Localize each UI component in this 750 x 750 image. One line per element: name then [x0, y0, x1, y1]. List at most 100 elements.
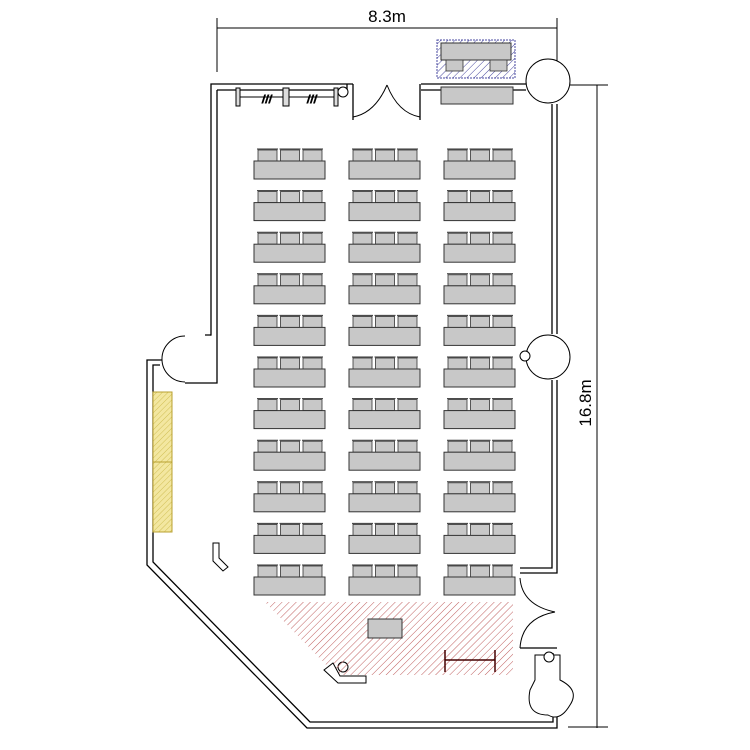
chair	[492, 232, 513, 245]
chair	[397, 149, 418, 162]
chair	[280, 191, 300, 204]
column	[528, 654, 574, 718]
chair	[470, 191, 490, 204]
chair	[257, 315, 278, 328]
chair	[470, 482, 490, 495]
table	[443, 451, 516, 471]
table	[348, 285, 421, 305]
chair	[397, 565, 418, 578]
table	[348, 326, 421, 346]
chair	[302, 565, 323, 578]
table	[443, 576, 516, 596]
chair	[375, 482, 395, 495]
trash-bin-icon	[519, 350, 531, 362]
chair	[470, 232, 490, 245]
entrance-door	[352, 84, 421, 118]
column	[525, 334, 571, 380]
chair	[470, 315, 490, 328]
chair	[257, 399, 278, 412]
chair	[280, 565, 300, 578]
table	[443, 160, 516, 180]
chair	[447, 482, 468, 495]
chair	[397, 399, 418, 412]
table	[443, 202, 516, 222]
table	[253, 493, 326, 513]
chair	[492, 399, 513, 412]
chair	[397, 232, 418, 245]
chair	[375, 315, 395, 328]
chair	[352, 149, 373, 162]
table	[348, 451, 421, 471]
side-door	[519, 577, 556, 649]
chair	[302, 524, 323, 536]
chair	[447, 524, 468, 536]
chair	[352, 524, 373, 536]
height-dimension	[568, 84, 608, 728]
chair	[447, 357, 468, 370]
chair	[447, 315, 468, 328]
table	[348, 534, 421, 554]
chair	[397, 524, 418, 536]
chair	[280, 274, 300, 287]
table	[253, 410, 326, 430]
table	[443, 243, 516, 263]
chair	[375, 565, 395, 578]
chair	[257, 274, 278, 287]
table	[348, 493, 421, 513]
trash-bin-icon	[543, 651, 555, 663]
chair	[352, 440, 373, 453]
chair	[257, 482, 278, 495]
coat-rack: /// ///	[235, 87, 339, 107]
chair	[375, 274, 395, 287]
trash-bin-icon	[337, 86, 349, 98]
chair	[397, 315, 418, 328]
chair	[375, 232, 395, 245]
chair	[302, 149, 323, 162]
chair	[447, 191, 468, 204]
height-label: 16.8m	[576, 379, 595, 426]
column	[161, 335, 186, 383]
chair	[492, 524, 513, 536]
chair	[447, 440, 468, 453]
chair	[257, 232, 278, 245]
side-object	[212, 542, 229, 572]
chair	[470, 274, 490, 287]
chair	[470, 524, 490, 536]
chair	[447, 274, 468, 287]
table	[253, 326, 326, 346]
chair	[257, 440, 278, 453]
chair	[375, 399, 395, 412]
chair	[352, 482, 373, 495]
chair	[352, 232, 373, 245]
chair	[280, 440, 300, 453]
chair	[397, 357, 418, 370]
chair	[470, 440, 490, 453]
chair	[397, 191, 418, 204]
table	[348, 243, 421, 263]
chair	[375, 357, 395, 370]
chair	[447, 149, 468, 162]
table	[443, 326, 516, 346]
chair	[397, 482, 418, 495]
chair	[375, 440, 395, 453]
chair	[302, 274, 323, 287]
chair	[280, 315, 300, 328]
chair	[280, 482, 300, 495]
table	[443, 493, 516, 513]
table	[348, 368, 421, 388]
chair	[470, 357, 490, 370]
svg-text:///: ///	[262, 94, 273, 105]
chair	[257, 149, 278, 162]
chair	[492, 482, 513, 495]
chair	[302, 440, 323, 453]
chair	[280, 524, 300, 536]
table	[443, 285, 516, 305]
table	[348, 410, 421, 430]
chair	[257, 524, 278, 536]
chair	[492, 565, 513, 578]
table	[253, 576, 326, 596]
chair	[280, 357, 300, 370]
table	[348, 202, 421, 222]
chair	[447, 565, 468, 578]
